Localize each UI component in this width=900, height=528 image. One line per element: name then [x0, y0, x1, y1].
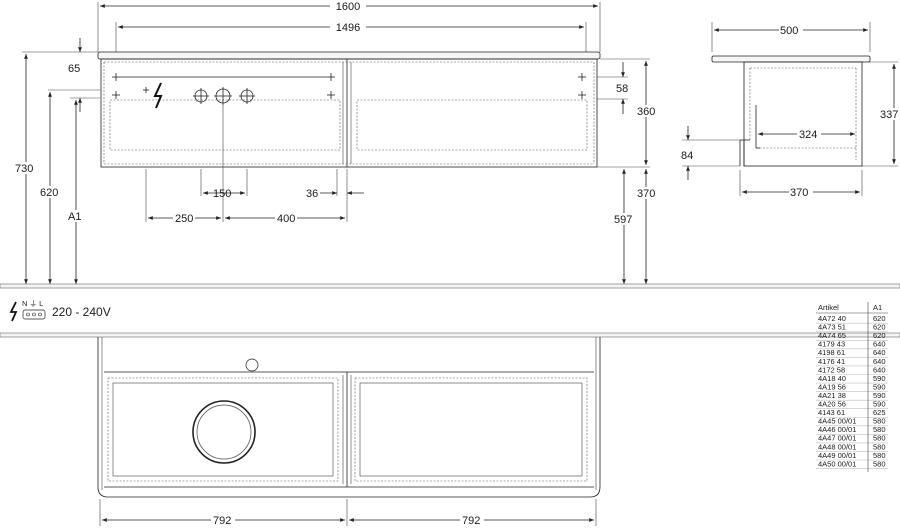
table-cell-a1: 625 — [873, 408, 886, 417]
table-cell-a1: 620 — [873, 323, 886, 332]
table-cell-a1: 640 — [873, 365, 886, 374]
countertop — [97, 51, 601, 60]
table-header-a1: A1 — [873, 303, 882, 312]
dim-250: 250 — [175, 213, 193, 225]
electric-symbol-icon — [153, 82, 163, 109]
table-cell-artikel: 4A45 00/01 — [818, 417, 856, 426]
table-header-artikel: Artikel — [818, 303, 839, 312]
dim-1600: 1600 — [336, 1, 360, 13]
table-cell-artikel: 4A19 56 — [818, 382, 846, 391]
electric-symbol-icon — [9, 301, 18, 322]
dim-360: 360 — [637, 106, 655, 118]
dim-597: 597 — [614, 214, 632, 226]
table-cell-a1: 580 — [873, 442, 886, 451]
plan-view: 792 792 — [0, 332, 900, 527]
table-cell-artikel: 4176 41 — [818, 357, 845, 366]
dim-620: 620 — [40, 187, 58, 199]
dim-500: 500 — [780, 25, 798, 37]
voltage-label: 220 - 240V — [52, 305, 111, 319]
table-cell-a1: 640 — [873, 340, 886, 349]
table-cell-artikel: 4172 58 — [818, 365, 845, 374]
table-cell-a1: 590 — [873, 400, 886, 409]
side-view: 500 324 337 84 370 — [681, 22, 900, 199]
dim-730: 730 — [15, 163, 33, 175]
dim-400: 400 — [277, 213, 295, 225]
dim-36: 36 — [306, 188, 318, 200]
table-cell-a1: 590 — [873, 382, 886, 391]
dim-58: 58 — [616, 83, 628, 95]
table-cell-artikel: 4A73 51 — [818, 323, 846, 332]
dim-337: 337 — [880, 109, 898, 121]
table-cell-artikel: 4A46 00/01 — [818, 425, 856, 434]
table-cell-artikel: 4A18 40 — [818, 374, 846, 383]
overflow-hole — [245, 358, 259, 372]
table-cell-artikel: 4A50 00/01 — [818, 459, 856, 468]
cabinet-body — [100, 58, 598, 168]
table-cell-artikel: 4A21 38 — [818, 391, 846, 400]
dim-84: 84 — [681, 150, 693, 162]
electrical-info: N ⏚ L 220 - 240V — [9, 299, 111, 322]
fixing-marks — [112, 73, 586, 99]
table-cell-a1: 580 — [873, 434, 886, 443]
dim-65: 65 — [68, 63, 80, 75]
table-cell-artikel: 4A20 56 — [818, 400, 846, 409]
table-cell-a1: 620 — [873, 331, 886, 340]
table-cell-a1: 590 — [873, 391, 886, 400]
table-cell-a1: 580 — [873, 459, 886, 468]
front-view: 1600 1496 — [14, 0, 658, 284]
table-cell-artikel: 4A49 00/01 — [818, 451, 856, 460]
artikel-table: Artikel A1 4A72 40 620 4A73 51 620 4A74 65 62… — [816, 302, 888, 472]
water-connections — [193, 87, 255, 105]
dim-792-left: 792 — [213, 515, 231, 527]
table-cell-artikel: 4143 61 — [818, 408, 845, 417]
dim-370-side: 370 — [790, 187, 808, 199]
dim-370: 370 — [637, 188, 655, 200]
table-cell-a1: 580 — [873, 417, 886, 426]
table-cell-artikel: 4A47 00/01 — [818, 434, 856, 443]
table-cell-artikel: 4179 43 — [818, 340, 845, 349]
table-cell-a1: 580 — [873, 451, 886, 460]
terminal-block-icon — [22, 309, 46, 320]
table-cell-a1: 620 — [873, 314, 886, 323]
dim-150: 150 — [213, 188, 231, 200]
table-cell-artikel: 4A48 00/01 — [818, 442, 856, 451]
dim-1496: 1496 — [336, 22, 360, 34]
table-cell-a1: 590 — [873, 374, 886, 383]
table-cell-artikel: 4198 61 — [818, 348, 845, 357]
table-cell-a1: 640 — [873, 357, 886, 366]
plan-outline — [97, 337, 601, 498]
table-cell-artikel: 4A72 40 — [818, 314, 846, 323]
table-cell-a1: 580 — [873, 425, 886, 434]
dim-324: 324 — [799, 129, 817, 141]
dim-a1: A1 — [68, 211, 81, 223]
dim-792-right: 792 — [462, 515, 480, 527]
table-cell-artikel: 4A74 65 — [818, 331, 846, 340]
terminal-labels: N ⏚ L — [22, 299, 43, 308]
drain-circle — [192, 400, 256, 464]
floor-line — [0, 283, 900, 289]
table-cell-a1: 640 — [873, 348, 886, 357]
